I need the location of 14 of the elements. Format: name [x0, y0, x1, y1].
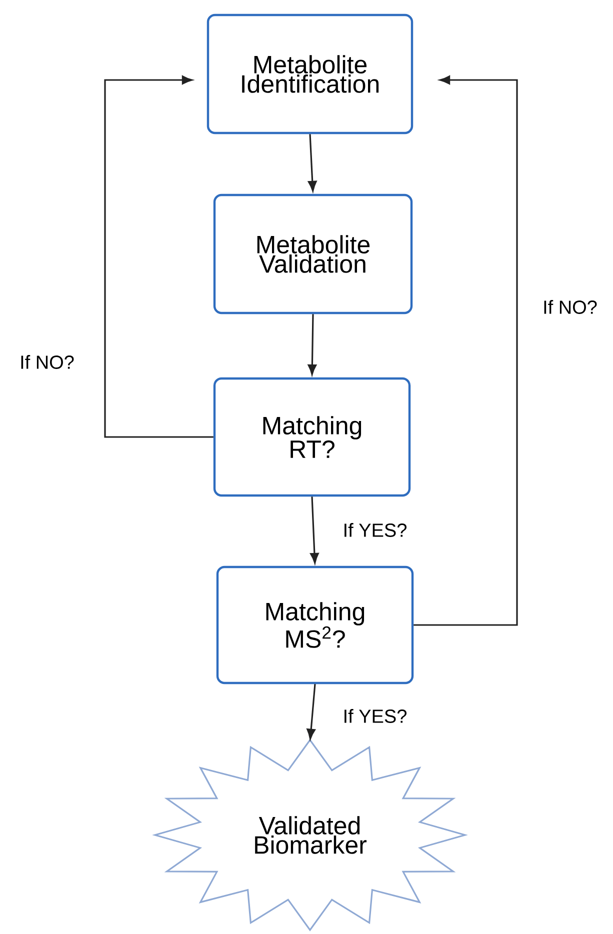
- process-box: Metabolite Validation: [213, 194, 413, 314]
- process-box: Matching MS$^{2}$?: [216, 566, 414, 684]
- process-box: Metabolite Identification: [206, 14, 414, 134]
- edge-label: If YES?: [340, 521, 410, 539]
- arrow: [414, 76, 518, 626]
- arrow: [306, 684, 316, 740]
- arrow: [308, 134, 317, 192]
- edge-label: If YES?: [340, 707, 410, 725]
- edge-label: If NO?: [540, 298, 600, 316]
- process-box: Matching RT?: [213, 377, 411, 497]
- arrow: [310, 496, 319, 564]
- edge-label: If NO?: [18, 353, 76, 371]
- arrow: [308, 314, 317, 375]
- arrow: [104, 76, 214, 438]
